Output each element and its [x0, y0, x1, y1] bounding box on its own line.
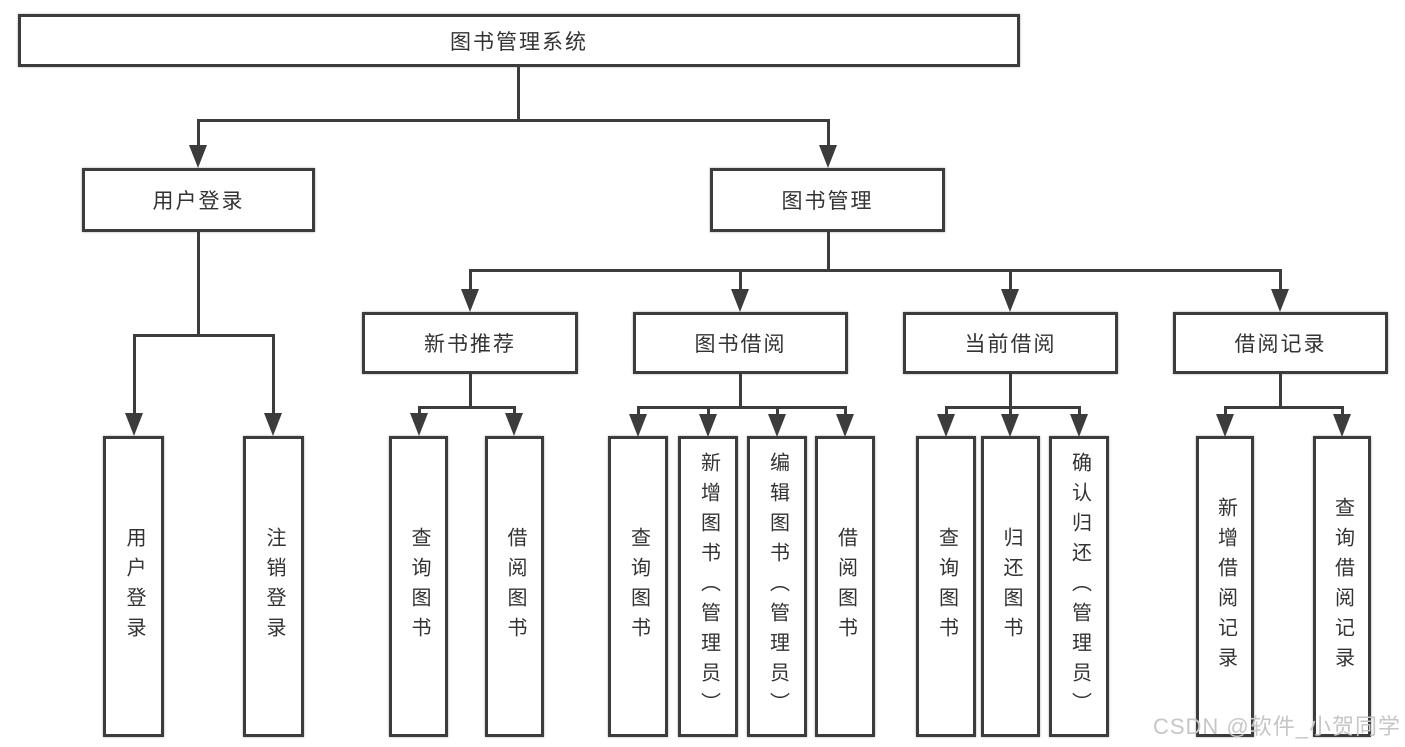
- connector-stem: [197, 232, 200, 336]
- node-new-book-recommend: 新书推荐: [362, 312, 578, 374]
- connector-arrowhead: [768, 414, 786, 437]
- leaf-label: 确认归还（管理员）: [1068, 451, 1091, 722]
- connector-arrowhead: [1333, 414, 1351, 437]
- connector-branch: [197, 119, 830, 122]
- connector-branch: [469, 269, 1282, 272]
- connector-arrow-stem: [272, 334, 275, 413]
- leaf-label: 编辑图书（管理员）: [766, 451, 789, 722]
- connector-arrowhead: [461, 289, 479, 312]
- connector-arrow-stem: [197, 119, 200, 145]
- connector-arrowhead: [937, 414, 955, 437]
- connector-stem: [1279, 374, 1282, 408]
- connector-branch: [418, 406, 516, 409]
- connector-arrow-stem: [418, 406, 421, 413]
- connector-stem: [517, 67, 520, 121]
- connector-arrow-stem: [513, 406, 516, 413]
- connector-arrowhead: [629, 414, 647, 437]
- connector-arrow-stem: [707, 406, 710, 414]
- connector-arrow-stem: [133, 334, 136, 413]
- node-label: 图书借阅: [694, 333, 787, 356]
- connector-arrow-stem: [1078, 406, 1081, 414]
- connector-arrowhead: [1001, 414, 1019, 437]
- connector-arrowhead: [1216, 414, 1234, 437]
- leaf-label: 查询图书: [408, 526, 430, 647]
- connector-arrowhead: [731, 289, 749, 312]
- connector-branch: [1224, 406, 1344, 409]
- connector-arrowhead: [505, 413, 523, 436]
- node-borrowing-records: 借阅记录: [1173, 312, 1388, 374]
- connector-branch: [133, 334, 274, 337]
- node-current-borrowing: 当前借阅: [903, 312, 1118, 374]
- leaf-br-add-record: 新增借阅记录: [1196, 436, 1254, 737]
- connector-arrowhead: [264, 413, 282, 436]
- leaf-nb-query-books: 查询图书: [389, 436, 448, 737]
- node-library-management-system: 图书管理系统: [18, 14, 1020, 67]
- leaf-nb-borrow-books: 借阅图书: [485, 436, 544, 737]
- connector-arrowhead: [189, 145, 207, 168]
- node-label: 图书管理: [781, 190, 874, 213]
- leaf-label: 借阅图书: [834, 526, 857, 647]
- leaf-bb-borrow-books: 借阅图书: [815, 436, 875, 737]
- leaf-cb-return-books: 归还图书: [981, 436, 1040, 737]
- leaf-cb-confirm-return-admin: 确认归还（管理员）: [1049, 436, 1109, 737]
- connector-branch: [945, 406, 1081, 409]
- leaf-label: 查询图书: [935, 526, 958, 647]
- connector-arrowhead: [1070, 414, 1088, 437]
- connector-arrowhead: [819, 145, 837, 168]
- connector-stem: [739, 374, 742, 408]
- node-label: 用户登录: [152, 190, 245, 213]
- connector-arrowhead: [699, 414, 717, 437]
- connector-arrow-stem: [1279, 269, 1282, 289]
- connector-branch: [637, 406, 846, 409]
- node-label: 借阅记录: [1234, 333, 1327, 356]
- leaf-bb-query-books: 查询图书: [608, 436, 668, 737]
- node-book-management: 图书管理: [710, 168, 945, 232]
- connector-stem: [827, 232, 830, 271]
- node-user-login: 用户登录: [82, 168, 315, 232]
- leaf-cb-query-books: 查询图书: [916, 436, 976, 737]
- connector-arrow-stem: [1224, 406, 1227, 414]
- leaf-br-query-record: 查询借阅记录: [1313, 436, 1371, 737]
- node-label: 图书管理系统: [450, 30, 588, 54]
- node-book-borrowing: 图书借阅: [633, 312, 848, 374]
- connector-arrow-stem: [945, 406, 948, 414]
- node-label: 当前借阅: [964, 333, 1057, 356]
- leaf-bb-edit-books-admin: 编辑图书（管理员）: [747, 436, 807, 737]
- connector-arrow-stem: [739, 269, 742, 289]
- leaf-label: 用户登录: [123, 526, 145, 647]
- connector-arrow-stem: [1009, 406, 1012, 414]
- connector-arrow-stem: [637, 406, 640, 414]
- leaf-label: 查询图书: [627, 526, 650, 647]
- connector-arrowhead: [410, 413, 428, 436]
- connector-arrowhead: [836, 414, 854, 437]
- connector-arrowhead: [125, 413, 143, 436]
- connector-arrow-stem: [469, 269, 472, 289]
- connector-stem: [1009, 374, 1012, 408]
- leaf-label: 注销登录: [263, 526, 285, 647]
- leaf-label: 新增借阅记录: [1214, 496, 1237, 677]
- connector-arrow-stem: [844, 406, 847, 414]
- leaf-user-login: 用户登录: [103, 436, 164, 737]
- connector-arrowhead: [1001, 289, 1019, 312]
- connector-arrowhead: [1271, 289, 1289, 312]
- leaf-label: 新增图书（管理员）: [697, 451, 720, 722]
- leaf-label: 查询借阅记录: [1331, 496, 1354, 677]
- connector-arrow-stem: [827, 119, 830, 145]
- watermark: CSDN @软件_小贺同学: [1152, 714, 1401, 739]
- leaf-label: 借阅图书: [504, 526, 526, 647]
- connector-arrow-stem: [776, 406, 779, 414]
- connector-stem: [469, 374, 472, 408]
- leaf-bb-add-books-admin: 新增图书（管理员）: [678, 436, 738, 737]
- connector-arrow-stem: [1009, 269, 1012, 289]
- leaf-logout: 注销登录: [243, 436, 304, 737]
- node-label: 新书推荐: [424, 333, 516, 356]
- leaf-label: 归还图书: [1000, 526, 1022, 647]
- connector-arrow-stem: [1341, 406, 1344, 414]
